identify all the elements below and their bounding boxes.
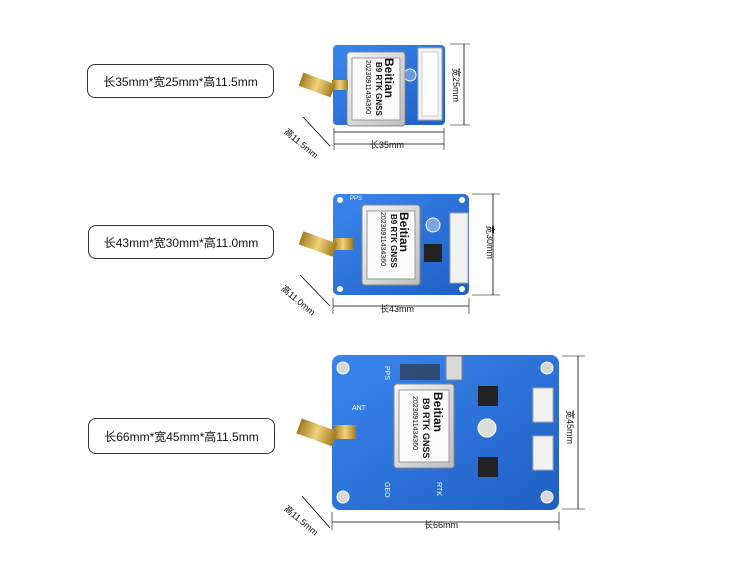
silk-ant-3: ANT <box>352 405 366 412</box>
spec-label-1: 长35mm*宽25mm*高11.5mm <box>103 74 258 89</box>
module-brand-3: Beitian <box>431 392 445 433</box>
chip-2 <box>424 244 442 262</box>
module-brand-2: Beitian <box>397 212 411 253</box>
module-serial-2: 20230911434360 <box>379 212 386 266</box>
module-serial-3: 20230911434360 <box>411 396 418 450</box>
spec-box-2: 长43mm*宽30mm*高11.0mm <box>88 225 274 259</box>
board-1 <box>298 43 470 150</box>
board-2 <box>298 193 500 314</box>
spec-box-3: 长66mm*宽45mm*高11.5mm <box>88 418 275 454</box>
silk-pps-3: PPS <box>383 366 390 381</box>
module-serial-1: 20230911434360 <box>364 60 371 114</box>
sma-antenna-1 <box>298 72 336 98</box>
silk-geo-3: GEO <box>383 482 390 498</box>
connector-3a <box>532 387 554 423</box>
board-3 <box>296 355 585 530</box>
spec-label-3: 长66mm*宽45mm*高11.5mm <box>104 429 259 444</box>
sma-antenna-3 <box>296 418 338 447</box>
usb-port-3 <box>445 355 463 381</box>
connector-2 <box>449 212 469 284</box>
silk-rtk-3: RTK <box>435 482 442 496</box>
chip-3a <box>478 386 498 406</box>
chip-3b <box>478 457 498 477</box>
dim-length-3: 长66mm <box>424 520 459 530</box>
module-model-3: B9 RTK GNSS <box>421 398 431 459</box>
dim-length-2: 长43mm <box>380 304 415 314</box>
module-model-1: B9 RTK GNSS <box>374 62 383 116</box>
spec-label-2: 长43mm*宽30mm*高11.0mm <box>103 235 259 250</box>
dim-width-3: 宽45mm <box>565 410 575 445</box>
module-model-2: B9 RTK GNSS <box>389 214 398 268</box>
silk-pps-2: PPS <box>350 196 363 202</box>
module-brand-1: Beitian <box>382 58 396 99</box>
spec-box-1: 长35mm*宽25mm*高11.5mm <box>87 64 274 98</box>
dim-width-2: 宽30mm <box>485 225 495 260</box>
dim-width-1: 宽25mm <box>451 68 461 103</box>
connector-3b <box>532 435 554 471</box>
dim-length-1: 长35mm <box>370 140 405 150</box>
sma-antenna-2 <box>298 231 338 257</box>
